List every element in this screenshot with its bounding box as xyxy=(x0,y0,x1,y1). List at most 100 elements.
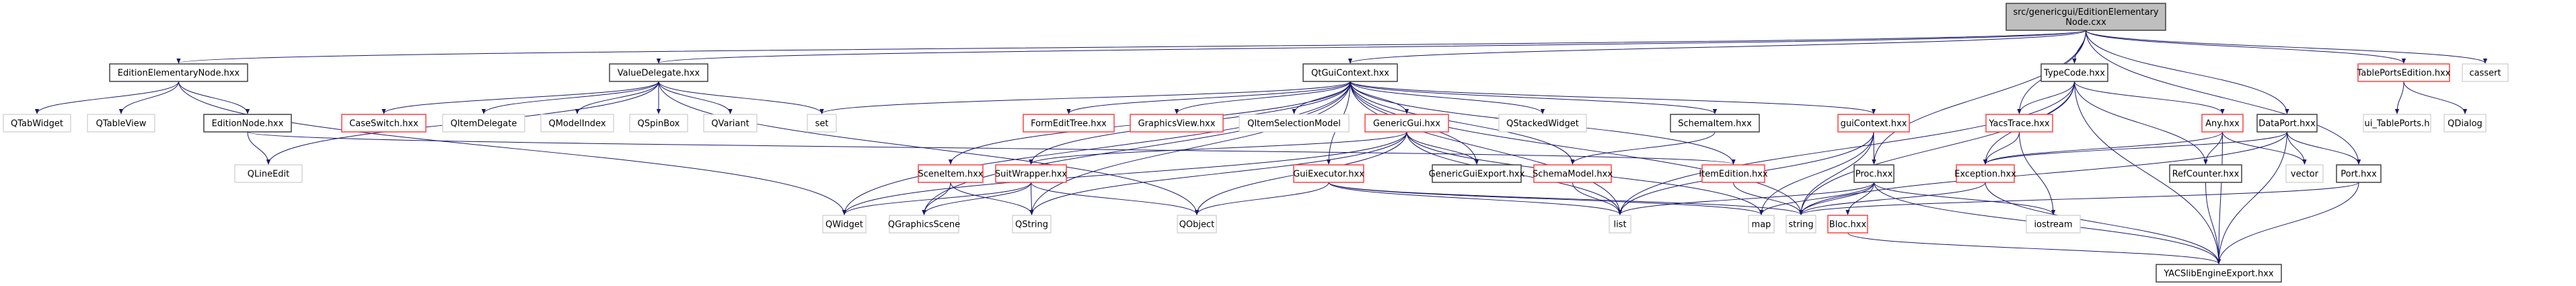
edge-root-to-proc xyxy=(1872,30,2086,165)
edge-edition-elementary-node-to-qtable-view xyxy=(118,81,179,114)
node-yacs-trace[interactable]: YacsTrace.hxx xyxy=(1985,114,2053,133)
node-box xyxy=(807,114,837,133)
node-label: SchemaItem.hxx xyxy=(1678,119,1752,129)
node-box xyxy=(1748,215,1775,234)
node-label: Proc.hxx xyxy=(1855,170,1893,180)
edge-suit-wrapper-to-qwidget xyxy=(842,182,1031,215)
node-box xyxy=(2336,164,2382,183)
node-label: QVariant xyxy=(711,119,749,129)
node-box xyxy=(1023,114,1115,133)
edge-port-to-yacslib-engine-export xyxy=(2216,182,2359,264)
edge-type-code-to-any xyxy=(2074,81,2225,114)
node-box xyxy=(1956,164,2015,183)
edge-value-delegate-to-case-switch xyxy=(381,81,659,114)
node-ref-counter[interactable]: RefCounter.hxx xyxy=(2169,164,2242,183)
node-bloc[interactable]: Bloc.hxx xyxy=(1827,215,1868,234)
node-box xyxy=(1701,164,1765,183)
node-scene-item[interactable]: SceneItem.hxx xyxy=(918,164,984,183)
edge-schema-item-to-schema-model xyxy=(1570,131,1716,165)
node-type-code[interactable]: TypeCode.hxx xyxy=(2040,63,2108,82)
node-box xyxy=(609,63,708,82)
edge-proc-to-iostream xyxy=(1874,182,2056,215)
node-label: Any.hxx xyxy=(2205,119,2240,129)
edge-any-to-exception xyxy=(1983,131,2223,165)
edge-qt-gui-context-to-list xyxy=(1350,81,1623,215)
node-label: Node.cxx xyxy=(2065,17,2106,28)
node-port[interactable]: Port.hxx xyxy=(2336,164,2382,183)
node-box xyxy=(1827,215,1868,234)
node-label: QLineEdit xyxy=(248,170,290,180)
edge-type-code-to-string xyxy=(1798,81,2075,215)
edge-table-ports-edition-to-qdialog xyxy=(2403,81,2468,114)
node-box xyxy=(203,114,292,133)
node-qwidget: QWidget xyxy=(822,215,867,234)
node-label: guiContext.hxx xyxy=(1841,119,1907,129)
node-qobject: QObject xyxy=(1177,215,1217,234)
node-qitem-selection-model: QItemSelectionModel xyxy=(1239,114,1350,133)
node-box xyxy=(3,114,71,133)
node-box xyxy=(1432,164,1522,183)
edge-gui-executor-to-qobject xyxy=(1194,182,1329,215)
edge-proc-to-list xyxy=(1617,182,1874,215)
node-qstacked-widget: QStackedWidget xyxy=(1498,114,1587,133)
node-qtable-view: QTableView xyxy=(87,114,155,133)
node-qgraphics-scene: QGraphicsScene xyxy=(888,215,960,234)
node-suit-wrapper[interactable]: SuitWrapper.hxx xyxy=(995,164,1067,183)
edge-exception-to-string xyxy=(1798,182,1986,215)
node-yacslib-engine-export[interactable]: YACSlibEngineExport.hxx xyxy=(2156,264,2282,283)
node-case-switch[interactable]: CaseSwitch.hxx xyxy=(341,114,427,133)
node-box xyxy=(87,114,155,133)
node-qt-gui-context[interactable]: QtGuiContext.hxx xyxy=(1302,63,1398,82)
edge-data-port-to-yacslib-engine-export xyxy=(2216,131,2287,264)
node-qvariant: QVariant xyxy=(703,114,758,133)
node-value-delegate[interactable]: ValueDelegate.hxx xyxy=(609,63,708,82)
node-label: FormEditTree.hxx xyxy=(1031,119,1107,129)
edge-qt-gui-context-to-gui-context xyxy=(1350,81,1876,114)
node-generic-gui-export[interactable]: GenericGuiExport.hxx xyxy=(1429,164,1525,183)
node-box xyxy=(918,164,984,183)
node-exception[interactable]: Exception.hxx xyxy=(1954,164,2016,183)
edge-data-port-to-vector xyxy=(2287,131,2307,165)
node-label: Bloc.hxx xyxy=(1829,220,1867,230)
node-label: SceneItem.hxx xyxy=(918,170,984,180)
node-label: RefCounter.hxx xyxy=(2172,170,2240,180)
node-label: SuitWrapper.hxx xyxy=(995,170,1067,180)
node-proc[interactable]: Proc.hxx xyxy=(1853,164,1894,183)
edge-data-port-to-exception xyxy=(1983,131,2287,165)
node-graphics-view[interactable]: GraphicsView.hxx xyxy=(1130,114,1224,133)
node-edition-elementary-node[interactable]: EditionElementaryNode.hxx xyxy=(109,63,248,82)
node-label: GuiExecutor.hxx xyxy=(1293,170,1364,180)
edge-table-ports-edition-to-ui-table-ports xyxy=(2394,81,2404,114)
edge-data-port-to-port xyxy=(2287,131,2361,165)
node-gui-context[interactable]: guiContext.hxx xyxy=(1837,114,1910,133)
node-box xyxy=(2201,114,2244,133)
node-edition-node[interactable]: EditionNode.hxx xyxy=(203,114,292,133)
node-item-edition[interactable]: ItemEdition.hxx xyxy=(1699,164,1768,183)
edge-any-to-yacslib-engine-export xyxy=(2216,131,2223,264)
node-gui-executor[interactable]: GuiExecutor.hxx xyxy=(1293,164,1364,183)
edge-scene-item-to-qstring xyxy=(950,182,1034,215)
edge-proc-to-bloc xyxy=(1845,182,1874,215)
node-label: QTabWidget xyxy=(11,119,63,129)
edge-root-to-data-port xyxy=(2086,30,2289,114)
edge-gui-executor-to-list xyxy=(1328,182,1623,215)
edge-gui-executor-to-string xyxy=(1328,182,1803,215)
node-label: GenericGuiExport.hxx xyxy=(1429,170,1525,180)
edge-type-code-to-yacslib-engine-export xyxy=(2074,81,2221,264)
node-box xyxy=(2169,164,2242,183)
node-root[interactable]: src/genericgui/EditionElementaryNode.cxx xyxy=(2005,3,2166,31)
edge-qt-gui-context-to-schema-model xyxy=(1350,81,1575,165)
node-generic-gui[interactable]: GenericGui.hxx xyxy=(1364,114,1449,133)
node-data-port[interactable]: DataPort.hxx xyxy=(2256,114,2318,133)
edge-qt-gui-context-to-generic-gui xyxy=(1350,81,1409,114)
node-any[interactable]: Any.hxx xyxy=(2201,114,2244,133)
node-table-ports-edition[interactable]: TablePortsEdition.hxx xyxy=(2357,63,2451,82)
edge-edition-node-to-item-edition xyxy=(247,131,1736,165)
edge-qt-gui-context-to-form-edit-tree xyxy=(1066,81,1351,114)
node-schema-model[interactable]: SchemaModel.hxx xyxy=(1533,164,1613,183)
edge-edition-node-to-qline-edit xyxy=(247,131,271,165)
edge-edition-elementary-node-to-qtab-widget xyxy=(34,81,179,114)
node-form-edit-tree[interactable]: FormEditTree.hxx xyxy=(1023,114,1115,133)
node-label: TablePortsEdition.hxx xyxy=(2357,69,2451,79)
node-schema-item[interactable]: SchemaItem.hxx xyxy=(1670,114,1760,133)
